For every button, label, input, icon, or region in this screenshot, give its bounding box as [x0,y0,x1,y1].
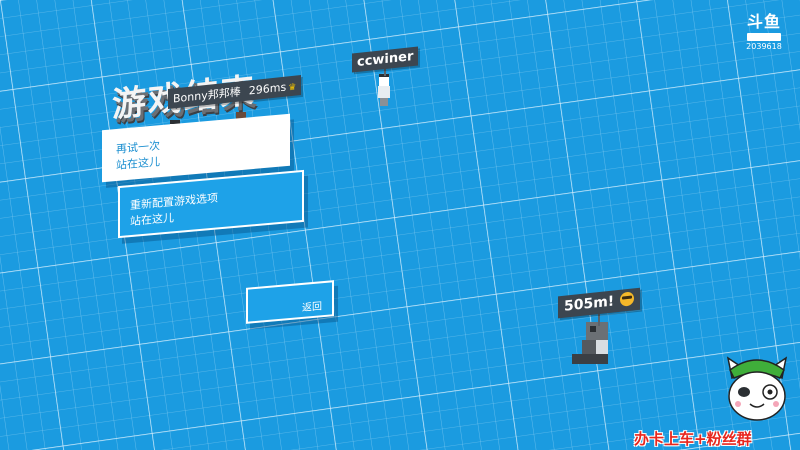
retry-hint: 站在这儿 [116,155,160,172]
back-label: 返回 [302,301,322,314]
crown-icon: ♛ [288,82,297,94]
nametag-pole [598,312,600,326]
logo-badge [747,33,781,41]
mascot-cat-icon [726,356,788,421]
stream-logo: 斗鱼 2039618 [742,12,786,56]
player-name: ccwiner [357,49,414,70]
nametag-pole [384,64,386,76]
room-id: 2039618 [746,42,782,51]
distance-value: 505m! [564,293,615,315]
reconfigure-hint: 站在这儿 [130,211,174,229]
promo-banner: 办卡上车+粉丝群 [634,430,752,448]
player-avatar-robot [572,322,608,364]
reconfigure-label: 重新配置游戏选项 [130,191,218,213]
back-zone[interactable]: 返回 [246,280,334,324]
platform-logo-mark: 斗鱼 [746,12,781,31]
ping-value: 296ms [248,80,287,98]
retry-label: 再试一次 [116,139,160,156]
sunglasses-emoji-icon [620,291,635,307]
